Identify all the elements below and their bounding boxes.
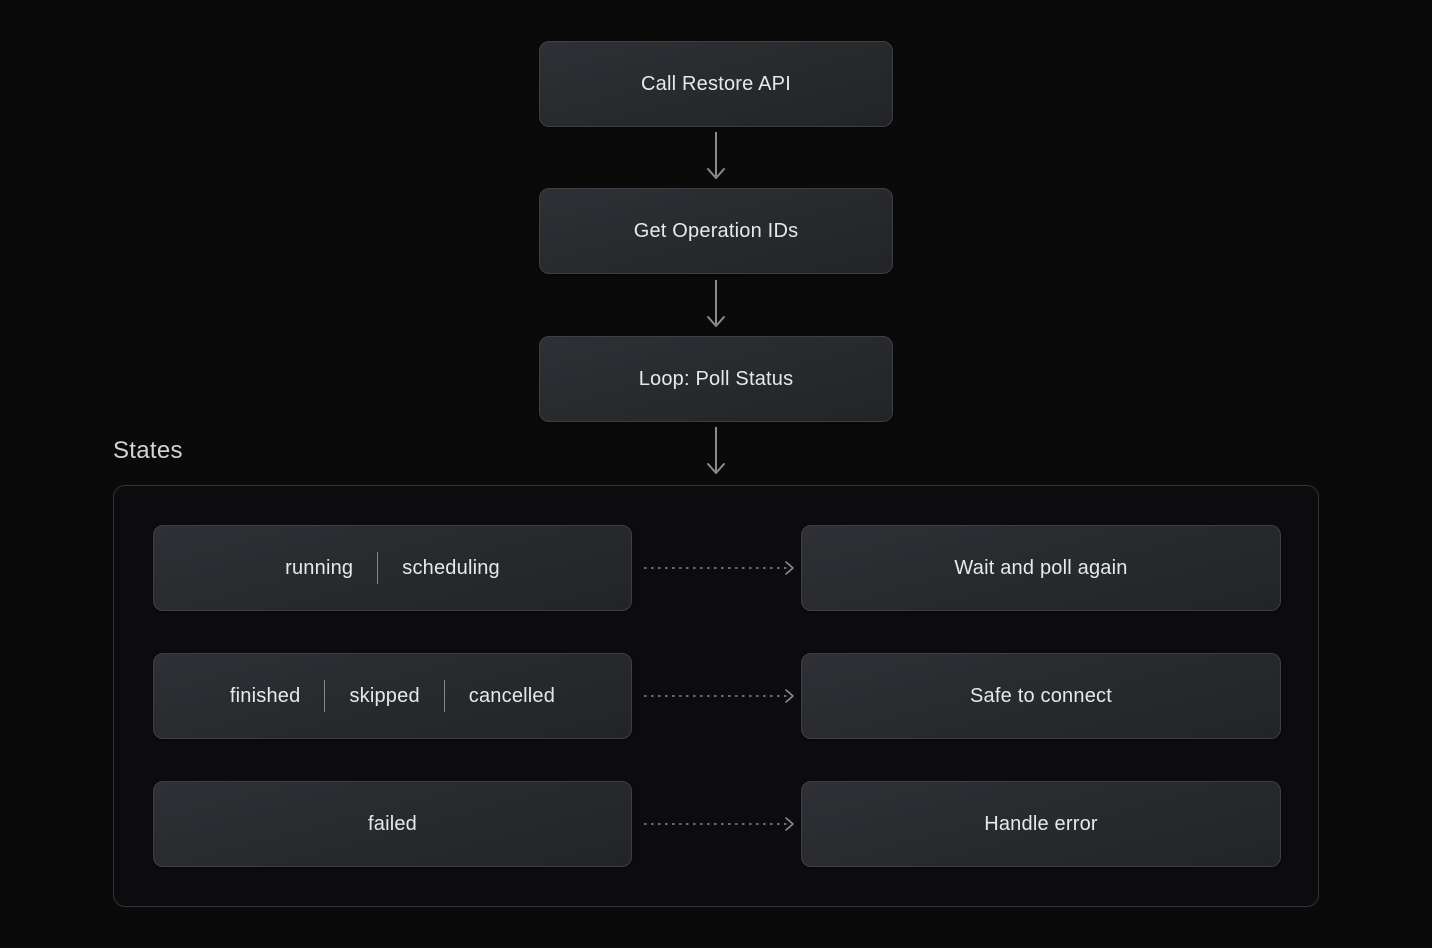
node-loop-poll-status: Loop: Poll Status [539, 336, 893, 422]
states-container: running scheduling Wait and poll again f… [113, 485, 1319, 907]
state-label: skipped [349, 684, 420, 707]
state-label: finished [229, 684, 301, 707]
down-arrow-icon [707, 280, 725, 327]
dashed-right-arrow-icon [644, 689, 794, 703]
node-label: Get Operation IDs [633, 219, 799, 242]
node-get-operation-ids: Get Operation IDs [539, 188, 893, 274]
node-label: Call Restore API [641, 72, 791, 95]
action-node-wait-and-poll: Wait and poll again [801, 525, 1281, 611]
node-label: Loop: Poll Status [638, 367, 794, 390]
down-arrow-icon [707, 132, 725, 179]
action-label: Safe to connect [970, 684, 1112, 707]
action-label: Handle error [984, 812, 1098, 835]
state-node-failed: failed [153, 781, 632, 867]
down-arrow-icon [707, 427, 725, 474]
state-label: failed [367, 812, 417, 835]
state-label: running [285, 556, 354, 579]
state-label: cancelled [468, 684, 556, 707]
state-label: scheduling [402, 556, 500, 579]
state-node-running-scheduling: running scheduling [153, 525, 632, 611]
node-call-restore-api: Call Restore API [539, 41, 893, 127]
states-section-label: States [113, 437, 183, 464]
state-separator [324, 680, 326, 712]
action-node-safe-to-connect: Safe to connect [801, 653, 1281, 739]
state-separator [377, 552, 379, 584]
dashed-right-arrow-icon [644, 561, 794, 575]
dashed-right-arrow-icon [644, 817, 794, 831]
state-separator [443, 680, 445, 712]
state-node-finished-skipped-cancelled: finished skipped cancelled [153, 653, 632, 739]
action-node-handle-error: Handle error [801, 781, 1281, 867]
action-label: Wait and poll again [954, 556, 1128, 579]
